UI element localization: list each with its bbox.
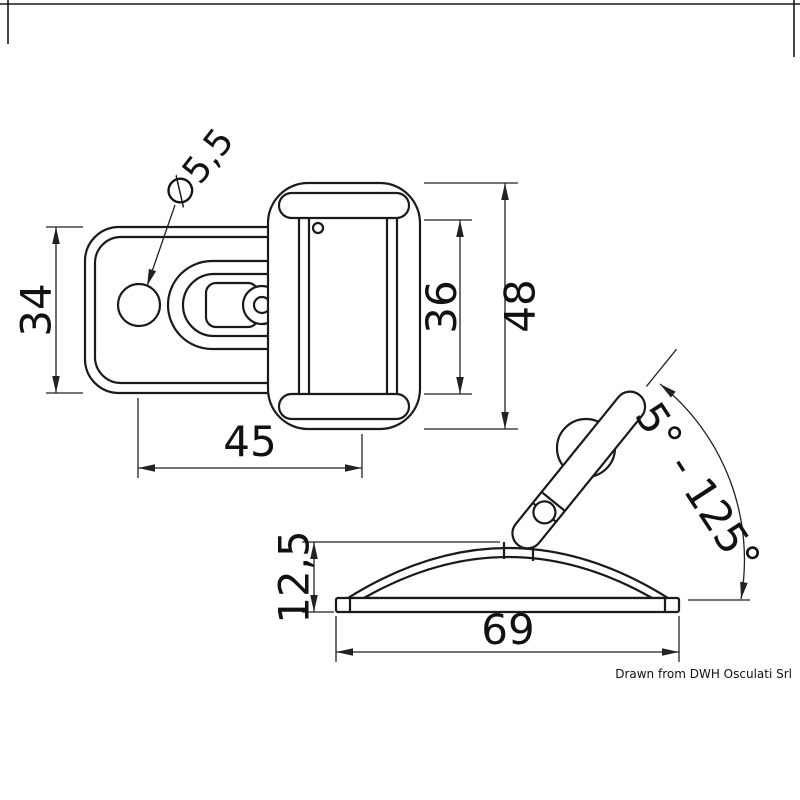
arm-joint-line [540, 491, 566, 512]
mounting-hole [116, 282, 162, 328]
leader-line [146, 204, 176, 287]
dim-36-label: 36 [417, 280, 466, 333]
angle-reference-line [645, 348, 678, 387]
dim-34-label: 34 [12, 283, 61, 336]
buckle-top-bar [277, 191, 411, 220]
credit-text: Drawn from DWH Osculati Srl [615, 667, 792, 681]
dim-12-5-label: 12,5 [270, 530, 319, 624]
arm-outline [511, 390, 647, 550]
screw-dot [311, 221, 325, 235]
swivel-arm [511, 348, 678, 550]
dim-69-label: 69 [481, 605, 534, 654]
top-view [83, 181, 422, 431]
sheet-frame [0, 0, 800, 57]
dim-48-label: 48 [496, 279, 545, 332]
dim-hole-diameter-label: ∅5,5 [155, 121, 242, 216]
base-dome-inner-line [363, 555, 653, 599]
dim-45-label: 45 [223, 417, 276, 466]
buckle-bottom-bar [277, 392, 411, 421]
buckle-frame-outline [266, 181, 422, 431]
side-view [334, 348, 681, 614]
base-plate-side-outline [334, 596, 681, 614]
base-dome-outline [344, 547, 672, 600]
angle-arc [659, 383, 748, 600]
arm-pivot-circle [532, 500, 557, 525]
